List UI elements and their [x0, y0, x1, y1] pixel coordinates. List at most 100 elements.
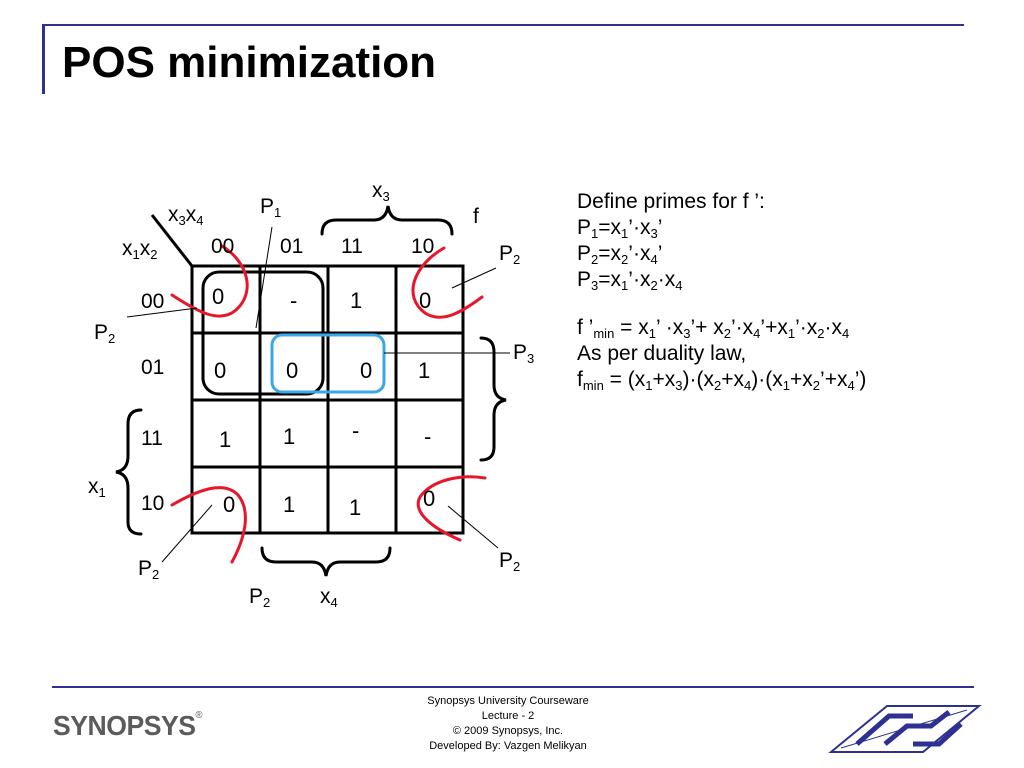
- p1-definition: P1=x1’·x3’: [577, 215, 866, 241]
- p1-label: P1: [260, 196, 281, 219]
- kmap-cell: 1: [283, 424, 296, 449]
- eq-sub: 4: [847, 377, 855, 393]
- p1-loop: [201, 270, 325, 396]
- eq-text: P: [577, 242, 592, 265]
- p3-letter: P: [513, 341, 528, 364]
- p2-sub: 2: [263, 594, 271, 610]
- p2-letter: P: [499, 242, 514, 265]
- kmap-col-header: 01: [280, 235, 304, 258]
- eq-text: ’: [657, 216, 663, 239]
- definitions-block: Define primes for f ’: P1=x1’·x3’ P2=x2’…: [577, 189, 866, 393]
- logo-registered-mark: ®: [195, 710, 203, 721]
- p2-label-top-right: P2: [499, 242, 521, 267]
- kmap-cell: 1: [418, 358, 431, 383]
- duality-statement: As per duality law,: [577, 342, 747, 365]
- eq-sub: 1: [621, 225, 629, 241]
- kmap-cell: 1: [350, 288, 363, 313]
- p2-corner-curve-bottom-right: [416, 475, 487, 542]
- p3-definition: P3=x1’·x2·x4: [577, 267, 866, 293]
- kmap-corner-diagonal: [150, 214, 194, 267]
- eq-sub: 1: [645, 377, 653, 393]
- footer-line: © 2009 Synopsys, Inc.: [452, 725, 564, 737]
- kmap-cell: 0: [419, 288, 432, 313]
- kmap-row-vars-label: x1x2: [122, 237, 158, 262]
- p3-loop: [270, 333, 386, 394]
- x2-brace: [479, 336, 507, 462]
- eq-text: =x: [598, 268, 622, 291]
- eq-text: +x: [721, 368, 745, 391]
- eq-text: P: [577, 216, 592, 239]
- eq-sub: 2: [817, 325, 825, 341]
- eq-sub: 2: [812, 377, 821, 393]
- p2-pointer-line-bottom-left: [161, 504, 213, 563]
- eq-text: ’·x: [628, 242, 651, 265]
- eq-sub: 4: [675, 277, 683, 293]
- eq-text: f: [577, 368, 583, 391]
- kmap-cell: 1: [219, 427, 232, 452]
- eq-text: = (x: [603, 368, 646, 391]
- p2-sub: 2: [152, 566, 160, 582]
- x3-letter: x: [372, 179, 383, 202]
- footer-line: Lecture - 2: [481, 710, 535, 722]
- p2-label-bottom-right: P2: [499, 549, 520, 573]
- eq-text: ’+x: [820, 368, 848, 391]
- definitions-spacer: [577, 293, 866, 315]
- x1-label: x1: [88, 476, 106, 499]
- p2-corner-curve-top-right: [411, 246, 484, 319]
- kmap-cell: 0: [286, 358, 299, 383]
- kmap-cell: 0: [360, 358, 373, 383]
- eq-sub: 2: [714, 377, 722, 393]
- eq-text: ’+x: [760, 316, 788, 339]
- x3-label: x3: [372, 179, 390, 203]
- top-rule: [42, 24, 964, 26]
- kmap-row-header: 10: [141, 492, 165, 515]
- eq-sub: 4: [753, 325, 761, 341]
- eq-text: P: [577, 268, 592, 291]
- row-var-sub: 1: [132, 246, 140, 262]
- row-var-letter: x: [122, 237, 133, 260]
- kmap-cell: 0: [223, 492, 236, 517]
- synopsys-logo: SYNOPSYS®: [53, 710, 203, 742]
- eq-sub: 2: [591, 251, 599, 267]
- x4-label: x4: [320, 586, 338, 610]
- eq-text: =x: [598, 242, 622, 265]
- footer-credits: Synopsys University Courseware Lecture -…: [390, 694, 626, 754]
- kmap-col-header: 10: [411, 235, 435, 258]
- eq-text: ·x: [657, 268, 676, 291]
- eq-text: +x: [652, 368, 676, 391]
- p2-pointer-line-bottom-right: [447, 505, 499, 549]
- eq-text: ’ ·x: [656, 316, 684, 339]
- kmap-cell: 0: [214, 358, 227, 383]
- kmap-col-header: 00: [211, 235, 235, 258]
- eq-text: )·(x: [682, 368, 715, 391]
- eq-sub: min: [593, 325, 615, 341]
- definitions-heading: Define primes for f ’:: [577, 190, 765, 213]
- eq-sub: 1: [621, 277, 629, 293]
- eq-text: f ’: [577, 316, 594, 339]
- kmap-row-header: 11: [141, 427, 163, 450]
- logo-text: SYNOPSYS: [53, 710, 196, 741]
- p2-corner-curve-bottom-left: [170, 486, 247, 564]
- eq-sub: 3: [675, 377, 683, 393]
- kmap-row-header: 01: [141, 356, 165, 379]
- kmap-cell: 1: [349, 495, 362, 520]
- kmap-row-header: 00: [141, 290, 165, 313]
- p2-sub: 2: [513, 251, 521, 267]
- p2-label-left: P2: [94, 321, 115, 345]
- kmap-cell: 0: [423, 486, 436, 511]
- x4-sub: 4: [330, 594, 338, 610]
- p2-letter: P: [94, 321, 109, 344]
- kmap-cell: -: [424, 424, 432, 449]
- eq-text: +x: [790, 368, 813, 391]
- eq-text: )·(x: [751, 368, 783, 391]
- eq-sub: 1: [782, 377, 791, 393]
- p1-pointer-line: [255, 226, 273, 329]
- p2-letter: P: [499, 549, 514, 572]
- p2-letter: P: [138, 557, 153, 580]
- footer-line: Synopsys University Courseware: [427, 695, 589, 707]
- col-var-letter: x: [185, 203, 197, 226]
- kmap-cell: -: [290, 288, 298, 313]
- eq-sub: 2: [723, 325, 731, 341]
- eq-sub: 3: [650, 225, 658, 241]
